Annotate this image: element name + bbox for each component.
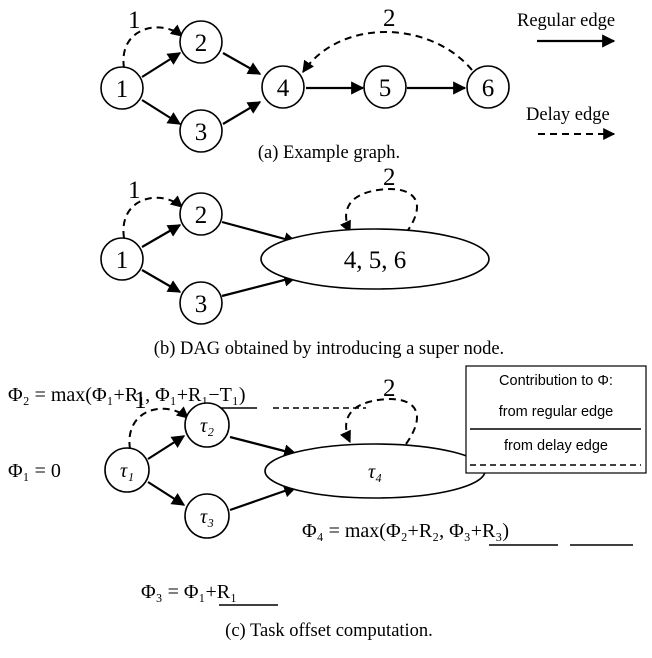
- legend-box: [465, 365, 647, 474]
- legend-delay-label: Delay edge: [526, 105, 610, 125]
- node-tau1: τ₁: [104, 447, 150, 493]
- svg-text:4, 5, 6: 4, 5, 6: [344, 247, 407, 274]
- phi2-formula: Φ₂ = max(Φ₁+R₁, Φ₁+R₁−T₁): [8, 384, 245, 406]
- delay-edge-b-self: [339, 188, 418, 234]
- panel-b: 1 2 1 2 3 4, 5, 6 (b) DAG obtained by in…: [100, 164, 504, 359]
- delay-label-c-2: 2: [383, 375, 396, 402]
- svg-text:τ₁: τ₁: [120, 460, 134, 482]
- delay-edge-c-self: [339, 398, 418, 445]
- node-tau3: τ₃: [184, 493, 230, 539]
- caption-c: (c) Task offset computation.: [225, 621, 433, 641]
- svg-text:3: 3: [195, 119, 208, 146]
- node-b-2: 2: [179, 192, 223, 236]
- delay-edge-6-4: [302, 31, 473, 73]
- phi3-formula: Φ₃ = Φ₁+R₁: [141, 581, 237, 603]
- panel-c: Φ₂ = max(Φ₁+R₁, Φ₁+R₁−T₁) 1 2 Φ₁ = 0 τ₁ …: [8, 375, 633, 641]
- svg-text:τ₄: τ₄: [368, 461, 382, 483]
- edge-c-1-3: [147, 481, 186, 506]
- delay-label-1: 1: [128, 7, 141, 34]
- legend-title: Contribution to Φ:: [499, 373, 613, 389]
- legend-regular-label: Regular edge: [517, 11, 615, 31]
- edge-c-1-2: [147, 435, 186, 460]
- edge-1-3: [141, 99, 182, 125]
- edge-1-2: [141, 52, 182, 78]
- svg-text:2: 2: [195, 202, 208, 229]
- svg-text:3: 3: [195, 291, 208, 318]
- node-1: 1: [100, 66, 144, 110]
- node-5: 5: [363, 65, 407, 109]
- delay-edge-c-1-2: [128, 406, 189, 450]
- legend-edge-types: Regular edge Delay edge: [517, 11, 616, 140]
- delay-edge-b-1-2: [122, 195, 183, 239]
- node-tau4: τ₄: [264, 443, 486, 499]
- svg-text:2: 2: [195, 30, 208, 57]
- edge-b-2-super: [221, 220, 298, 246]
- caption-a: (a) Example graph.: [258, 143, 400, 163]
- delay-label-c-1: 1: [134, 387, 147, 414]
- node-tau2: τ₂: [184, 402, 230, 448]
- svg-text:1: 1: [116, 247, 129, 274]
- phi1-formula: Φ₁ = 0: [8, 460, 61, 482]
- svg-text:1: 1: [116, 76, 129, 103]
- edge-b-1-3: [141, 269, 182, 293]
- svg-text:4: 4: [277, 75, 290, 102]
- svg-text:τ₃: τ₃: [200, 506, 214, 528]
- edge-3-4: [222, 101, 262, 125]
- node-b-3: 3: [179, 281, 223, 325]
- super-node: 4, 5, 6: [260, 228, 490, 290]
- delay-label-b-2: 2: [383, 164, 396, 191]
- legend-delay-text: from delay edge: [504, 438, 608, 454]
- edge-b-3-super: [221, 273, 298, 298]
- svg-text:τ₂: τ₂: [200, 415, 214, 437]
- legend-regular-text: from regular edge: [499, 404, 613, 420]
- delay-label-b-1: 1: [128, 177, 141, 204]
- edge-c-3-4: [229, 484, 298, 512]
- node-4: 4: [261, 65, 305, 109]
- edge-b-1-2: [141, 224, 182, 248]
- phi4-formula: Φ₄ = max(Φ₂+R₂, Φ₃+R₃): [302, 520, 509, 542]
- node-2: 2: [179, 20, 223, 64]
- edge-2-4: [222, 52, 262, 75]
- caption-b: (b) DAG obtained by introducing a super …: [154, 339, 504, 359]
- node-3: 3: [179, 109, 223, 153]
- delay-edge-1-2: [122, 24, 183, 69]
- node-6: 6: [466, 65, 510, 109]
- delay-label-2: 2: [383, 5, 396, 32]
- node-b-1: 1: [100, 237, 144, 281]
- svg-text:5: 5: [379, 75, 392, 102]
- svg-text:6: 6: [482, 75, 495, 102]
- panel-a: 1 2 1 2 3 4 5 6 (a) Example graph.: [100, 5, 510, 163]
- edge-c-2-4: [229, 435, 298, 458]
- legend-contribution: Contribution to Φ: from regular edge fro…: [465, 365, 647, 474]
